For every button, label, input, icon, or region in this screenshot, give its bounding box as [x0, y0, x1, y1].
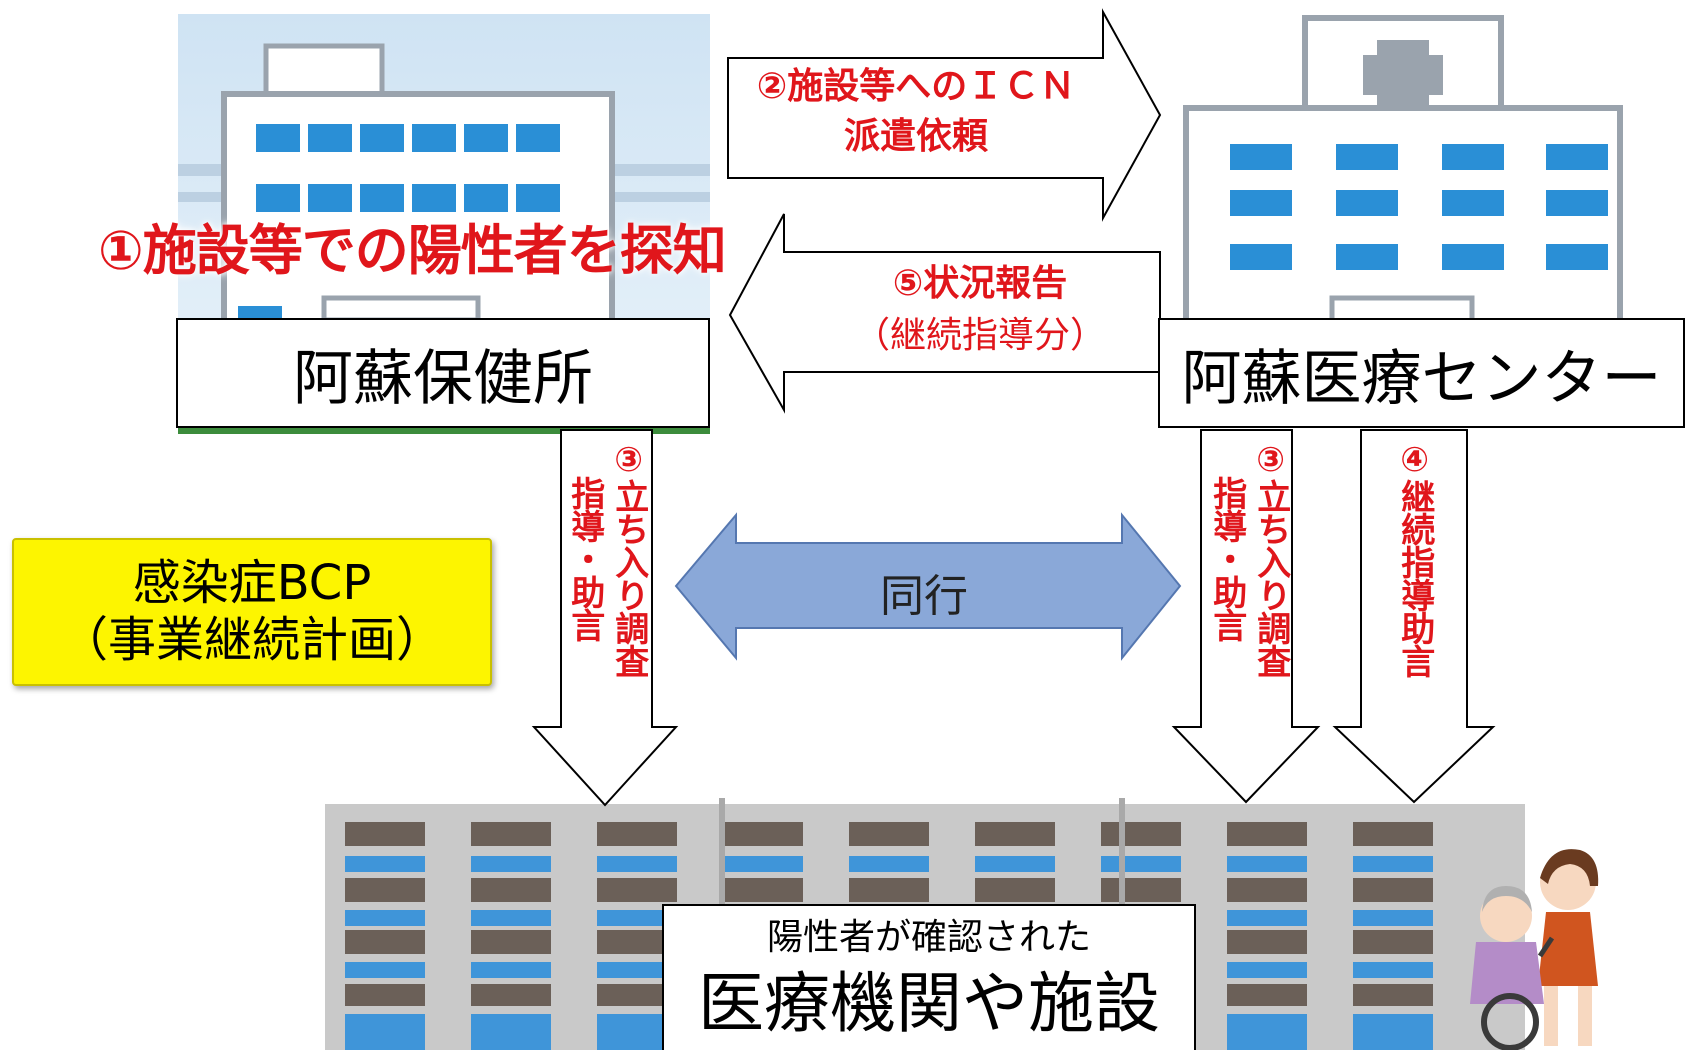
facility-caption: 陽性者が確認された: [766, 917, 1091, 958]
arrow-inspection-left: [531, 429, 679, 807]
caregiver-wheelchair-illustration: [1470, 849, 1599, 1050]
arrow-request-icn: [727, 8, 1162, 222]
step5-line2: （継続指導分）: [853, 315, 1106, 356]
arrow-inspection-right: [1171, 429, 1321, 804]
step3-right-col1: ③立ち入り調査: [1250, 440, 1291, 677]
step2-request-label: ②施設等へのＩＣＮ 派遣依頼: [736, 62, 1096, 162]
step5-status-label: ⑤状況報告 （継続指導分）: [800, 258, 1160, 362]
step5-line1: ⑤状況報告: [892, 263, 1068, 304]
step1-detect-positive: ①施設等での陽性者を探知: [98, 219, 727, 282]
step2-line1: ②施設等へのＩＣＮ: [756, 66, 1076, 107]
step4-label: ④継続指導助言: [1394, 440, 1435, 677]
health-center-label: 阿蘇保健所: [176, 318, 710, 428]
arrow-accompany: [674, 512, 1182, 661]
bcp-line2: （事業継続計画）: [59, 612, 444, 668]
accompany-label: 同行: [880, 571, 968, 622]
bcp-line1: 感染症BCP: [132, 555, 372, 612]
step2-line2: 派遣依頼: [843, 116, 988, 157]
medical-center-label-text: 阿蘇医療センター: [1158, 318, 1685, 428]
medical-center-building-illustration: [1183, 15, 1623, 332]
facility-label: 陽性者が確認された 医療機関や施設: [662, 904, 1196, 1050]
arrow-status-report: [728, 213, 1161, 414]
facility-name: 医療機関や施設: [698, 965, 1160, 1042]
step3-left-col1: ③立ち入り調査: [608, 440, 649, 677]
step3-right-col2: 指導・助言: [1206, 476, 1247, 641]
arrow-continuous-guidance: [1332, 429, 1496, 804]
bcp-box: 感染症BCP （事業継続計画）: [12, 538, 492, 686]
step3-left-col2: 指導・助言: [564, 476, 605, 641]
